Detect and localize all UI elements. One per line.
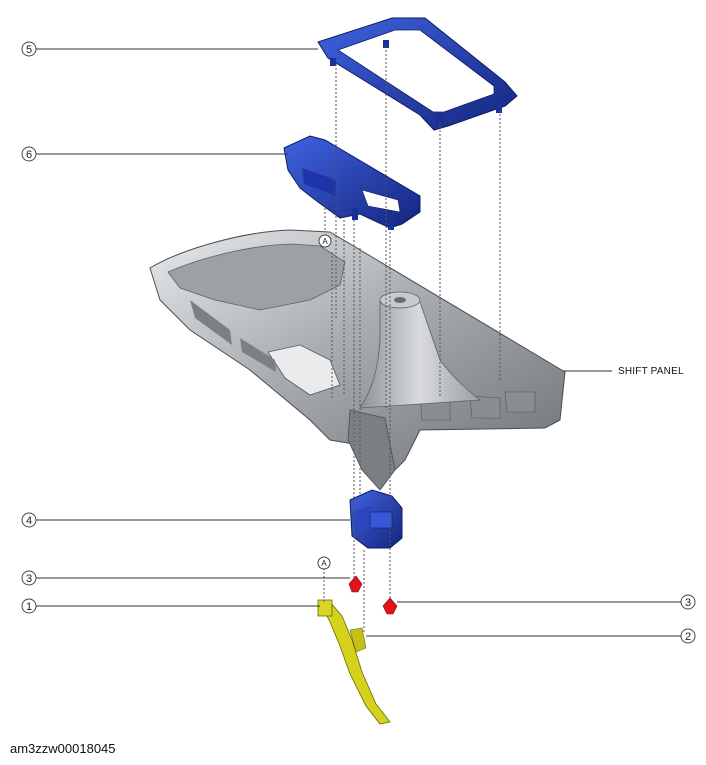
svg-text:5: 5 bbox=[26, 44, 32, 56]
callout-2: 2 bbox=[680, 628, 696, 644]
callout-6: 6 bbox=[21, 146, 37, 162]
callout-3-left: 3 bbox=[21, 570, 37, 586]
alignment-lines bbox=[323, 46, 501, 634]
svg-text:3: 3 bbox=[26, 573, 32, 585]
svg-text:3: 3 bbox=[685, 597, 691, 609]
reference-marker-lower: A bbox=[317, 556, 331, 570]
switch-panel bbox=[283, 135, 421, 230]
bezel-frame bbox=[317, 17, 518, 131]
svg-text:A: A bbox=[322, 237, 328, 246]
svg-text:A: A bbox=[321, 559, 327, 568]
svg-text:1: 1 bbox=[26, 601, 32, 613]
callout-1: 1 bbox=[21, 598, 37, 614]
wiring-harness bbox=[321, 601, 391, 725]
callout-4: 4 bbox=[21, 512, 37, 528]
switch-module bbox=[349, 489, 403, 549]
shift-panel bbox=[149, 229, 566, 491]
callout-5: 5 bbox=[21, 41, 37, 57]
svg-text:4: 4 bbox=[26, 515, 32, 527]
callout-3-right: 3 bbox=[680, 594, 696, 610]
clip-right bbox=[382, 597, 398, 615]
shift-panel-label: SHIFT PANEL bbox=[618, 366, 684, 377]
image-code: am3zzw00018045 bbox=[10, 741, 116, 756]
svg-text:6: 6 bbox=[26, 149, 32, 161]
clip-left bbox=[348, 575, 363, 593]
svg-text:2: 2 bbox=[685, 631, 691, 643]
wiring-connector bbox=[317, 599, 333, 617]
leader-lines bbox=[36, 48, 681, 637]
reference-marker-upper: A bbox=[318, 234, 332, 248]
